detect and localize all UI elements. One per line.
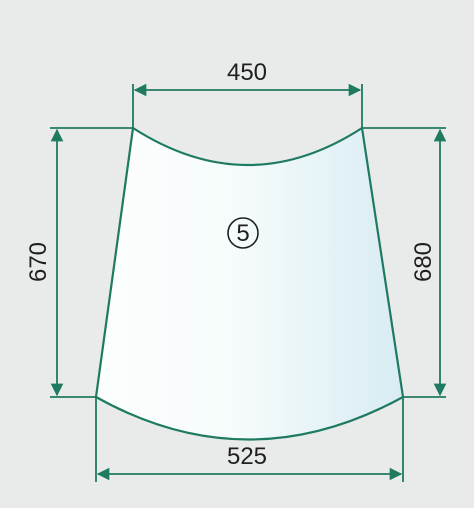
- left-dimension-label: 670: [25, 242, 52, 282]
- glass-panel-shape: [94, 126, 405, 441]
- shape-number-label: 5: [236, 220, 249, 247]
- right-dimension-label: 680: [410, 242, 437, 282]
- shape-number-circle: [227, 217, 259, 249]
- top-dimension-label: 450: [227, 59, 267, 86]
- bottom-dimension-label: 525: [227, 443, 267, 470]
